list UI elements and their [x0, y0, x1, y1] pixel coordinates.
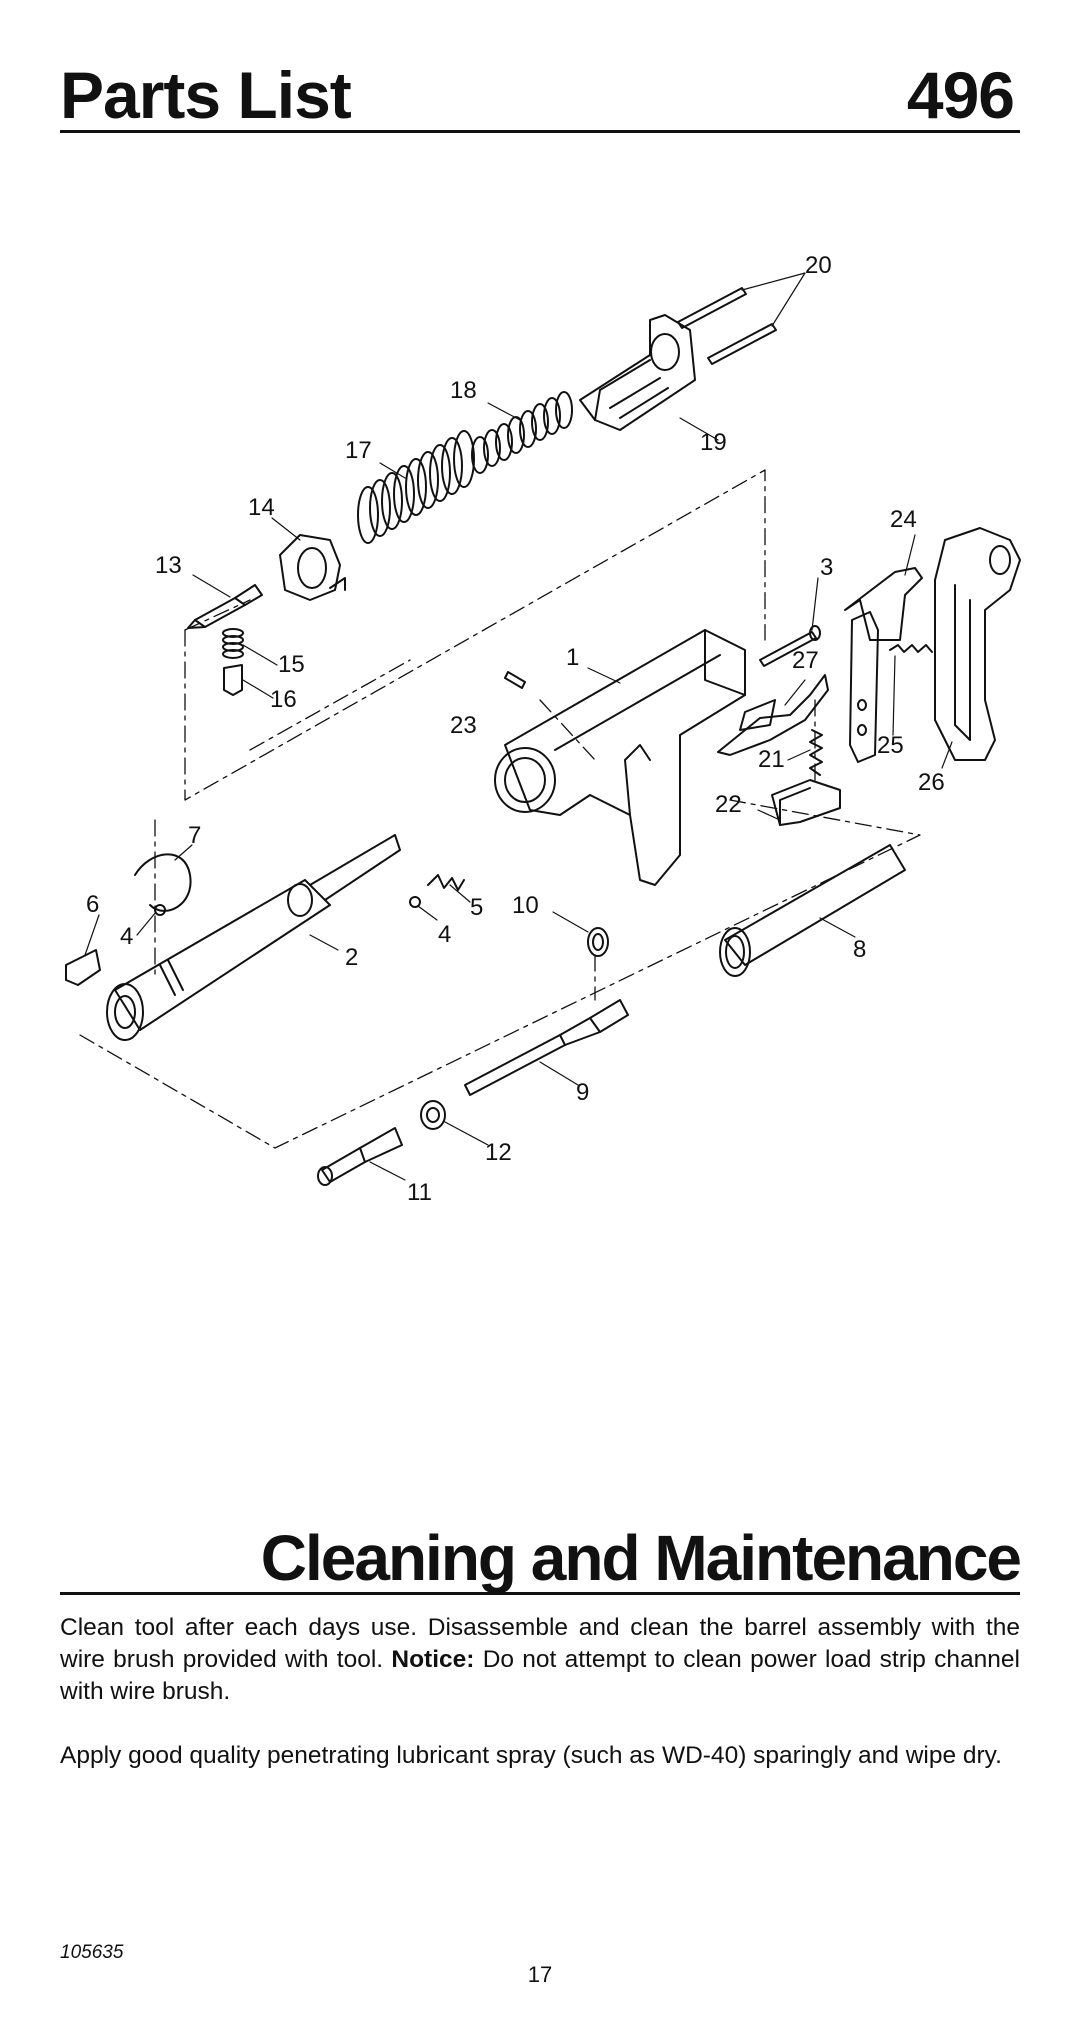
- part-16-cap: [223, 664, 243, 696]
- callout-22: 22: [715, 791, 742, 818]
- part-26-handle: [934, 527, 1021, 761]
- part-20-pins: [677, 287, 777, 365]
- part-15-spring: [222, 628, 244, 659]
- section-heading: Cleaning and Maintenance: [60, 1500, 1022, 1595]
- part-21-spring: [809, 729, 823, 776]
- part-23-pin: [504, 671, 526, 689]
- part-7-ring: [134, 853, 192, 912]
- callout-4: 4: [120, 923, 133, 950]
- part-1-housing: [494, 629, 746, 886]
- page-title: Parts List: [60, 58, 352, 132]
- callout-9: 9: [576, 1079, 589, 1106]
- callout-19: 19: [700, 429, 727, 456]
- part-27-trigger: [717, 674, 829, 756]
- callout-25: 25: [877, 732, 904, 759]
- part-12-nut: [420, 1100, 446, 1130]
- callout-17: 17: [345, 437, 372, 464]
- callout-labels: 20 18 19 17 14 13 15 16 1 23 3 24 27 21 …: [86, 252, 945, 1206]
- part-4-balls: [154, 896, 421, 916]
- callout-11: 11: [407, 1179, 432, 1206]
- part-25-plate: [849, 611, 879, 763]
- callout-24: 24: [890, 506, 917, 533]
- paragraph-lubrication: Apply good quality penetrating lubricant…: [60, 1742, 1002, 1769]
- callout-14: 14: [248, 494, 275, 521]
- notice-label: Notice:: [391, 1646, 475, 1673]
- part-8-sleeve: [719, 844, 906, 977]
- part-17-spring: [357, 430, 475, 544]
- part-10-ring: [587, 927, 609, 957]
- part-9-piston: [464, 999, 629, 1096]
- callout-1: 1: [566, 644, 579, 671]
- part-2-barrel: [106, 834, 401, 1041]
- callout-10: 10: [512, 892, 539, 919]
- callout-7: 7: [188, 822, 201, 849]
- callout-12: 12: [485, 1139, 512, 1166]
- section-title: Cleaning and Maintenance: [260, 1522, 1022, 1594]
- part-18-spring: [471, 391, 573, 474]
- document-number: 105635: [60, 1942, 124, 1963]
- callout-2: 2: [345, 944, 358, 971]
- maintenance-instructions: Clean tool after each days use. Disassem…: [60, 1612, 1020, 1804]
- part-6-latch: [65, 949, 101, 986]
- leader-lines: [84, 272, 953, 1181]
- part-26-spring: [889, 644, 933, 653]
- part-19-bracket: [579, 314, 696, 431]
- callout-3: 3: [820, 554, 833, 581]
- part-11-fitting: [317, 1127, 403, 1186]
- model-number: 496: [906, 58, 1015, 132]
- part-3-pin: [759, 625, 821, 667]
- cleaning-text: Clean tool after each days use. Disassem…: [60, 1614, 1020, 1673]
- callout-8: 8: [853, 936, 866, 963]
- callout-4: 4: [438, 921, 451, 948]
- part-13-firing-pin: [187, 584, 263, 629]
- exploded-parts-diagram: 20 18 19 17 14 13 15 16 1 23 3 24 27 21 …: [65, 252, 1021, 1206]
- paragraph-cleaning: Clean tool after each days use. Disassem…: [60, 1612, 1020, 1708]
- callout-26: 26: [918, 769, 945, 796]
- part-22-block: [771, 779, 841, 826]
- callout-6: 6: [86, 891, 99, 918]
- callout-15: 15: [278, 651, 305, 678]
- callout-27: 27: [792, 647, 819, 674]
- part-5-spring: [427, 874, 465, 891]
- callout-23: 23: [450, 712, 477, 739]
- page-header: Parts List 496: [60, 56, 1020, 133]
- callout-21: 21: [758, 746, 785, 773]
- part-14-clip: [279, 534, 346, 601]
- notice-text: Do not attempt to clean power load strip…: [60, 1646, 1021, 1705]
- assembly-guide-lines: [79, 469, 921, 1149]
- page-number: 17: [527, 1962, 553, 1987]
- part-24-lever: [844, 567, 923, 641]
- callout-18: 18: [450, 377, 477, 404]
- callout-16: 16: [270, 686, 297, 713]
- callout-20: 20: [805, 252, 832, 279]
- callout-13: 13: [155, 552, 182, 579]
- callout-5: 5: [470, 894, 483, 921]
